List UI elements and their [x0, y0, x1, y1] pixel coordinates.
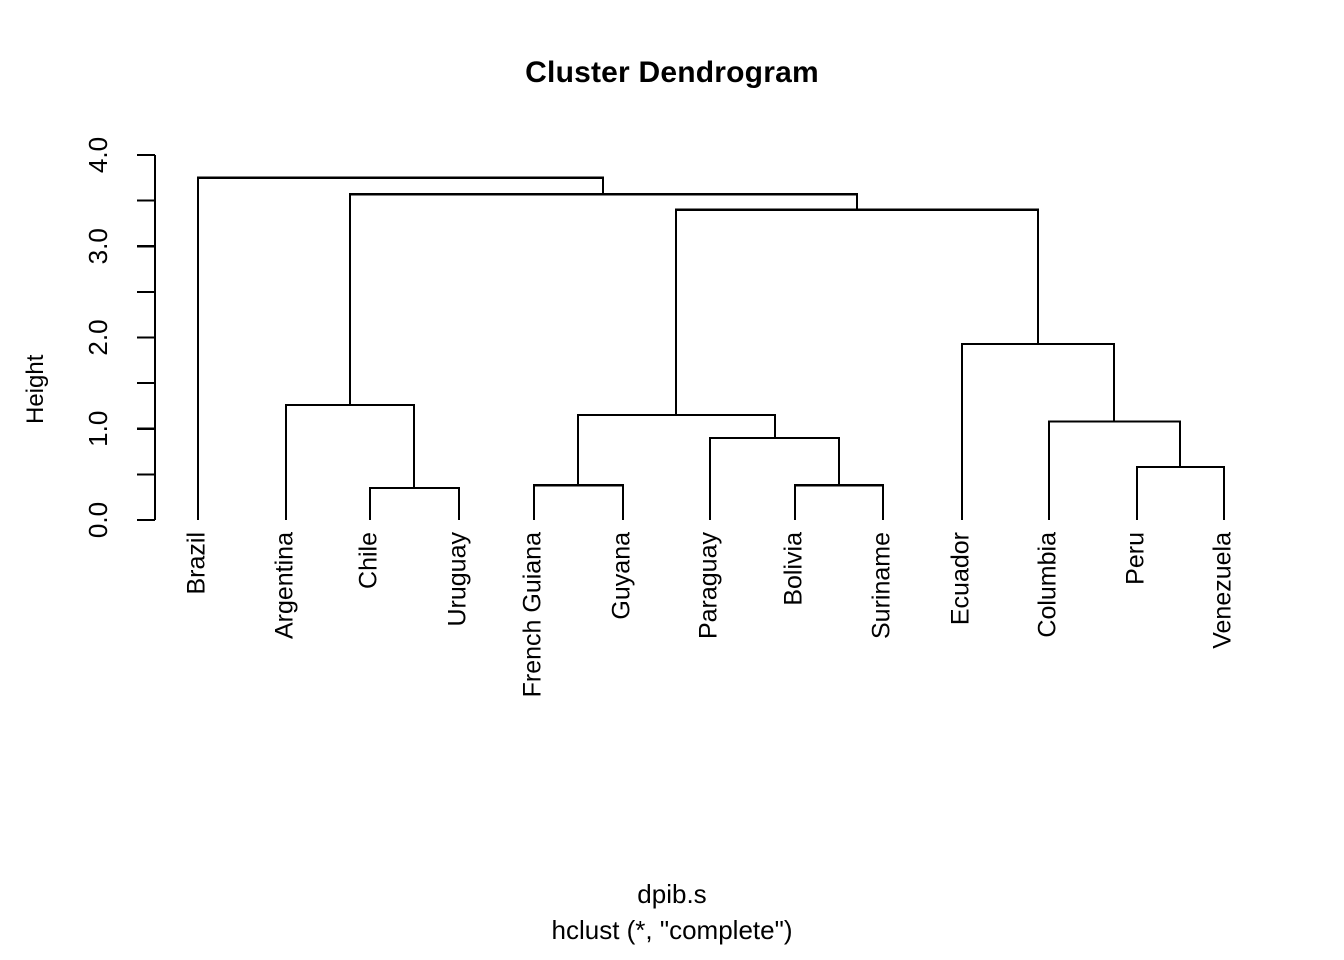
- subtitle-block: dpib.s hclust (*, "complete"): [0, 876, 1344, 948]
- dendrogram-leaf-label: Uruguay: [444, 532, 472, 627]
- dendrogram-leaf-label: Venezuela: [1209, 532, 1237, 649]
- dendrogram-leaf-label: Paraguay: [695, 532, 723, 640]
- dendrogram-link: [793, 484, 885, 520]
- y-axis-tick-label: 2.0: [83, 319, 113, 355]
- dendrogram-links: [196, 176, 1226, 520]
- dendrogram-link: [1135, 465, 1226, 520]
- dendrogram-link: [1047, 420, 1182, 520]
- dendrogram-leaf-label: Brazil: [183, 532, 211, 595]
- dendrogram-leaf-labels: Brazil Argentina Chile Uruguay French Guiana…: [183, 532, 1237, 698]
- page-title: Cluster Dendrogram: [525, 56, 819, 89]
- dendrogram-leaf-label: Chile: [355, 532, 383, 589]
- dendrogram-link: [576, 413, 777, 486]
- dendrogram-link: [284, 403, 416, 520]
- dendrogram-leaf-label: Columbia: [1034, 532, 1062, 638]
- y-axis-tick-label: 3.0: [83, 228, 113, 264]
- dendrogram-link: [674, 208, 1040, 416]
- dendrogram-leaf-label: Guyana: [608, 532, 636, 620]
- y-axis-tick-label: 1.0: [83, 411, 113, 447]
- dendrogram-link: [708, 436, 841, 520]
- y-axis: 0.0 1.0 2.0 3.0 4.0: [83, 137, 157, 538]
- dendrogram-link: [532, 484, 625, 520]
- dendrogram-link: [368, 486, 461, 520]
- dendrogram-leaf-label: Suriname: [868, 532, 896, 639]
- dendrogram-leaf-label: Peru: [1122, 532, 1150, 585]
- y-axis-tick-label: 4.0: [83, 137, 113, 173]
- y-axis-tick-label: 0.0: [83, 502, 113, 538]
- hclust-method-caption: hclust (*, "complete"): [551, 915, 793, 945]
- dendrogram-leaf-label: Bolivia: [780, 532, 808, 606]
- dendrogram-leaf-label: French Guiana: [519, 532, 547, 697]
- dendrogram-link: [960, 342, 1116, 520]
- dendrogram-link: [348, 193, 859, 406]
- x-axis-label: dpib.s: [637, 879, 707, 909]
- dendrogram-leaf-label: Ecuador: [947, 532, 975, 625]
- dendrogram-link: [196, 176, 605, 520]
- dendrogram-leaf-label: Argentina: [271, 532, 299, 639]
